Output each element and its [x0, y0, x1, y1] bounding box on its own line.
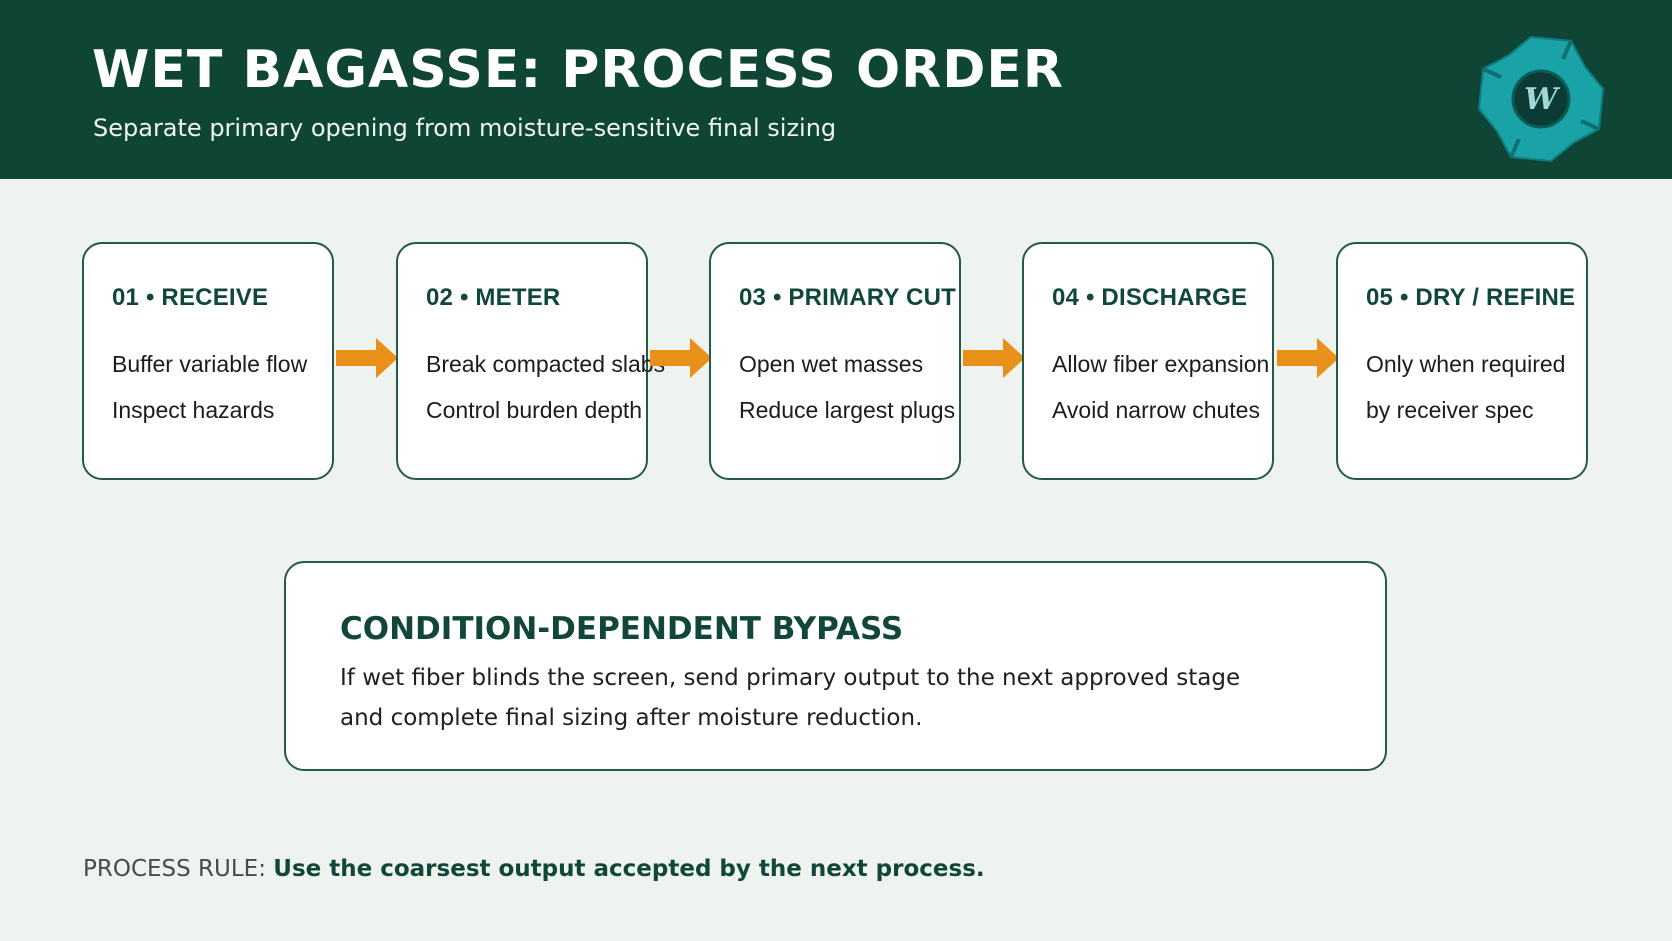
flow-arrow-icon [336, 338, 398, 378]
step-detail: Avoid narrow chutes [1052, 397, 1260, 423]
step-card-receive: 01 • RECEIVE Buffer variable flow Inspec… [82, 242, 334, 480]
flow-arrow-icon [1277, 338, 1339, 378]
svg-text:W: W [1524, 82, 1561, 117]
step-card-primary-cut: 03 • PRIMARY CUT Open wet masses Reduce … [709, 242, 961, 480]
step-title: 04 • DISCHARGE [1052, 284, 1248, 311]
step-detail: Buffer variable flow [112, 351, 308, 377]
step-detail: Allow fiber expansion [1052, 351, 1270, 377]
step-detail: by receiver spec [1366, 397, 1534, 423]
step-title: 02 • METER [426, 284, 561, 311]
step-detail: Inspect hazards [112, 397, 275, 423]
gear-logo-icon: W [1477, 35, 1605, 163]
page-title: WET BAGASSE: PROCESS ORDER [92, 40, 1064, 100]
bypass-text: If wet fiber blinds the screen, send pri… [340, 665, 1241, 691]
bypass-callout: CONDITION-DEPENDENT BYPASS If wet fiber … [284, 561, 1387, 771]
step-title: 03 • PRIMARY CUT [739, 284, 956, 311]
header-banner: WET BAGASSE: PROCESS ORDER Separate prim… [0, 0, 1672, 179]
step-detail: Open wet masses [739, 351, 924, 377]
step-card-dry-refine: 05 • DRY / REFINE Only when required by … [1336, 242, 1588, 480]
step-title: 05 • DRY / REFINE [1366, 284, 1576, 311]
step-card-meter: 02 • METER Break compacted slabs Control… [396, 242, 665, 480]
step-detail: Break compacted slabs [426, 351, 666, 377]
step-card-discharge: 04 • DISCHARGE Allow fiber expansion Avo… [1022, 242, 1274, 480]
bypass-text: and complete final sizing after moisture… [340, 705, 923, 731]
step-detail: Reduce largest plugs [739, 397, 956, 423]
process-rule-text: Use the coarsest output accepted by the … [273, 856, 985, 882]
flow-arrow-icon [650, 338, 712, 378]
process-rule: PROCESS RULE: Use the coarsest output ac… [83, 856, 985, 882]
step-title: 01 • RECEIVE [112, 284, 269, 311]
process-rule-label: PROCESS RULE: [83, 856, 274, 882]
step-detail: Only when required [1366, 351, 1566, 377]
flow-arrow-icon [963, 338, 1025, 378]
step-detail: Control burden depth [426, 397, 643, 423]
bypass-title: CONDITION-DEPENDENT BYPASS [340, 611, 904, 647]
page-subtitle: Separate primary opening from moisture-s… [93, 114, 837, 142]
